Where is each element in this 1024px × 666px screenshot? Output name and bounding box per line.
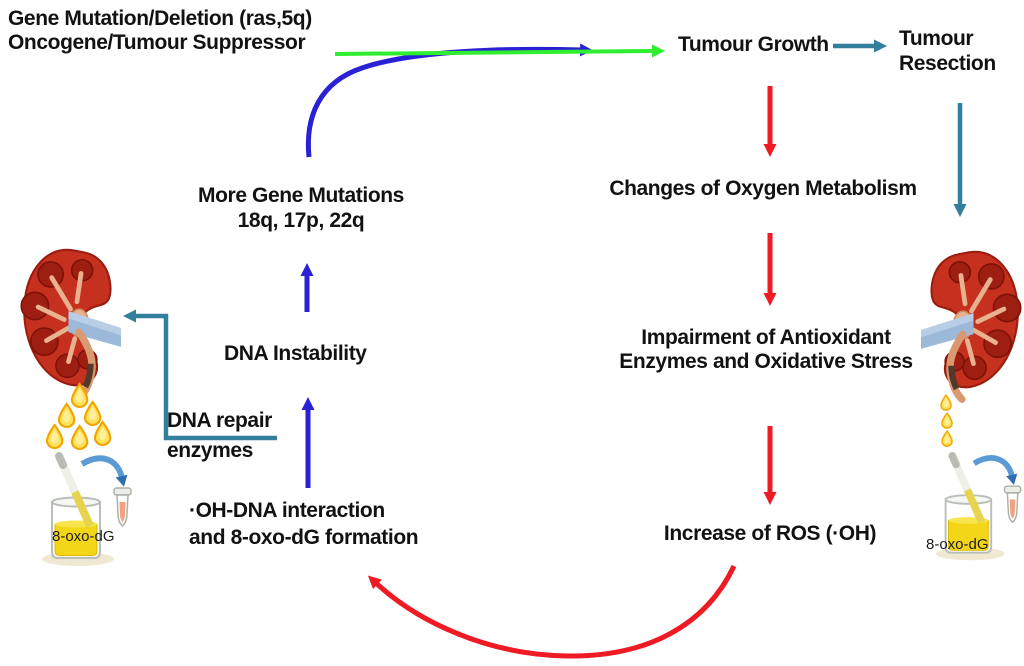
biomarker-label-right: 8-oxo-dG xyxy=(926,536,989,553)
node-tumour-resection-line2: Resection xyxy=(899,52,996,75)
node-tumour-growth: Tumour Growth xyxy=(678,33,829,56)
kidney-left-illustration xyxy=(10,234,124,406)
node-tumour-resection-line1: Tumour xyxy=(899,27,974,50)
urine-droplets-left xyxy=(45,382,112,451)
urine-dipstick-test-left xyxy=(42,456,131,566)
node-more-mutations-line1: More Gene Mutations xyxy=(198,184,404,207)
node-gene-mutation-line2: Oncogene/Tumour Suppressor xyxy=(8,31,306,54)
node-oh-dna-line1: ·OH-DNA interaction xyxy=(189,499,385,522)
urine-droplets-right xyxy=(940,394,953,447)
node-dna-instability: DNA Instability xyxy=(224,342,367,365)
node-oxygen-metabolism: Changes of Oxygen Metabolism xyxy=(609,177,917,200)
node-impairment-line2: Enzymes and Oxidative Stress xyxy=(619,350,913,373)
node-dna-repair-line2: enzymes xyxy=(167,439,253,462)
arrow-ros-to-ohdna-red-curve xyxy=(367,564,737,659)
node-oh-dna: ·OH-DNA interaction and 8-oxo-dG formati… xyxy=(189,497,419,551)
node-ros-increase: Increase of ROS (·OH) xyxy=(663,522,877,545)
biomarker-label-left: 8-oxo-dG xyxy=(52,528,115,545)
node-dna-repair: DNA repair enzymes xyxy=(167,406,272,466)
arrow-gene-to-growth-green xyxy=(334,44,665,58)
node-gene-mutation: Gene Mutation/Deletion (ras,5q) Oncogene… xyxy=(8,7,312,55)
node-impairment: Impairment of Antioxidant Enzymes and Ox… xyxy=(608,326,924,374)
node-dna-repair-line1: DNA repair xyxy=(167,409,272,432)
arrow-mutation-to-growth-blue xyxy=(305,43,593,158)
node-gene-mutation-line1: Gene Mutation/Deletion (ras,5q) xyxy=(8,7,312,30)
node-tumour-resection: Tumour Resection xyxy=(899,26,996,76)
node-impairment-line1: Impairment of Antioxidant xyxy=(641,326,891,349)
node-more-mutations-line2: 18q, 17p, 22q xyxy=(237,209,365,232)
node-oh-dna-line2: and 8-oxo-dG formation xyxy=(189,526,419,549)
kidney-right-illustration xyxy=(918,236,1024,408)
node-more-mutations: More Gene Mutations 18q, 17p, 22q xyxy=(194,183,408,233)
